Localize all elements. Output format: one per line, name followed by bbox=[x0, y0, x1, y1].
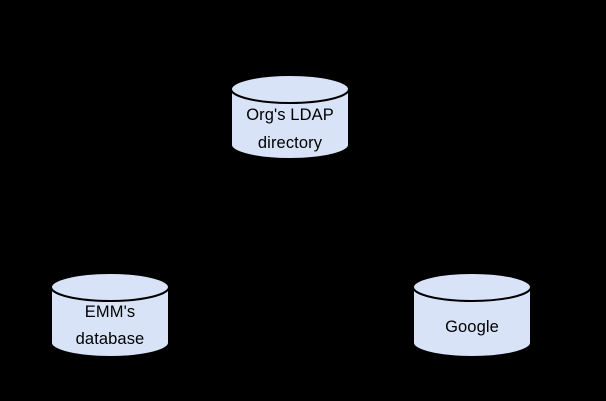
database-cylinder-emm-database bbox=[50, 272, 170, 358]
cylinder-body bbox=[412, 287, 532, 358]
cylinder-top-ellipse bbox=[412, 272, 532, 302]
database-cylinder-google bbox=[412, 272, 532, 358]
cylinder-top-ellipse bbox=[230, 74, 350, 104]
cylinder-top-ellipse bbox=[50, 272, 170, 302]
cylinder-body bbox=[50, 287, 170, 358]
cylinder-body bbox=[230, 89, 350, 160]
database-cylinder-org-ldap-directory bbox=[230, 74, 350, 160]
